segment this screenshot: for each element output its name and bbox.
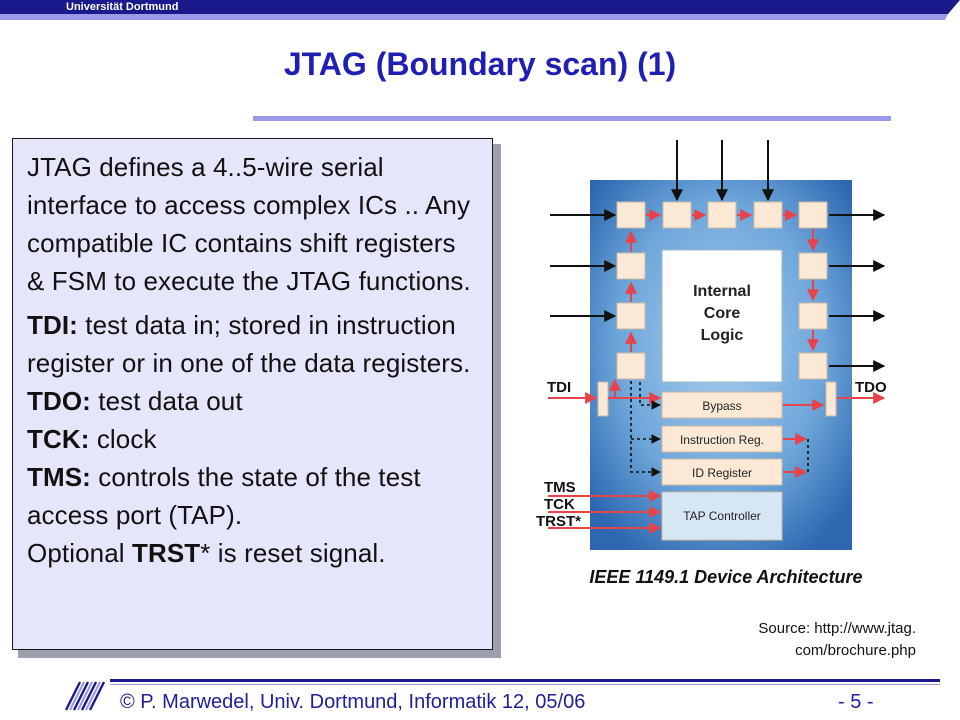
pin-tck: TCK	[544, 496, 575, 513]
external-io-arrows	[550, 140, 886, 372]
diagram-caption: IEEE 1149.1 Device Architecture	[589, 567, 862, 587]
footer-author: © P. Marwedel, Univ. Dortmund, Informati…	[120, 691, 586, 713]
register-label: Instruction Reg.	[680, 433, 764, 447]
boundary-cell	[798, 252, 828, 280]
boundary-cell	[798, 201, 828, 229]
source-citation: Source: http://www.jtag. com/brochure.ph…	[600, 618, 916, 662]
intro-text: JTAG defines a 4..5-wire serial interfac…	[27, 152, 471, 296]
boundary-cells	[597, 201, 837, 417]
register-label: ID Register	[692, 466, 752, 480]
tdi-buffer	[597, 381, 609, 417]
slide-title: JTAG (Boundary scan) (1)	[283, 46, 677, 82]
pin-tms: TMS	[544, 479, 576, 496]
register-label: Bypass	[702, 399, 741, 413]
optional-suffix: * is reset signal.	[200, 538, 386, 568]
boundary-cell	[753, 201, 783, 229]
core-line: Internal	[693, 283, 751, 300]
instruction-register	[661, 425, 783, 453]
source-line: Source: http://www.jtag.	[758, 620, 916, 637]
signal-tck: TCK: clock	[27, 420, 480, 458]
footer-rule-light	[110, 684, 940, 685]
boundary-cell	[616, 302, 646, 330]
signal-name: TDO:	[27, 386, 91, 416]
signal-trst: Optional TRST* is reset signal.	[27, 534, 480, 572]
optional-prefix: Optional	[27, 538, 132, 568]
core-logic-block	[661, 249, 783, 383]
register-label: TAP Controller	[683, 509, 761, 523]
signal-name: TDI:	[27, 310, 78, 340]
title-underline	[253, 116, 891, 121]
id-register	[661, 458, 783, 486]
university-name: Universität Dortmund	[66, 1, 179, 13]
pin-tdi: TDI	[547, 379, 571, 396]
footer-rule	[110, 679, 940, 682]
core-line: Logic	[701, 327, 744, 344]
signal-name: TRST	[131, 538, 201, 568]
control-lines	[630, 381, 809, 477]
source-line: com/brochure.php	[795, 642, 916, 659]
header-bar	[0, 0, 960, 20]
boundary-cell	[798, 352, 828, 380]
university-logo-icon	[64, 681, 106, 711]
page-number: - 5 -	[838, 691, 874, 713]
text-box: JTAG defines a 4..5-wire serial interfac…	[12, 138, 493, 650]
pin-trst: TRST*	[536, 513, 581, 530]
signal-desc: clock	[89, 424, 157, 454]
boundary-cell	[616, 352, 646, 380]
signal-tdi: TDI: test data in; stored in instruction…	[27, 306, 480, 382]
core-line: Core	[704, 305, 741, 322]
boundary-cell	[616, 201, 646, 229]
boundary-cell	[707, 201, 737, 229]
signal-desc: controls the state of the test access po…	[27, 462, 421, 530]
signal-tms: TMS: controls the state of the test acce…	[27, 458, 480, 534]
bypass-register	[661, 391, 783, 419]
tdo-buffer	[825, 381, 837, 417]
signal-tdo: TDO: test data out	[27, 382, 480, 420]
boundary-cell	[616, 252, 646, 280]
signal-name: TMS:	[27, 462, 91, 492]
jtag-architecture-diagram: Internal Core Logic Bypass Instruction R…	[536, 140, 887, 587]
signal-name: TCK:	[27, 424, 90, 454]
signal-desc: test data out	[90, 386, 243, 416]
boundary-cell	[798, 302, 828, 330]
tap-controller	[661, 491, 783, 541]
signal-desc: test data in; stored in instruction regi…	[27, 310, 471, 378]
pin-tdo: TDO	[855, 379, 887, 396]
scan-chain-arrows	[548, 209, 886, 534]
boundary-cell	[662, 201, 692, 229]
